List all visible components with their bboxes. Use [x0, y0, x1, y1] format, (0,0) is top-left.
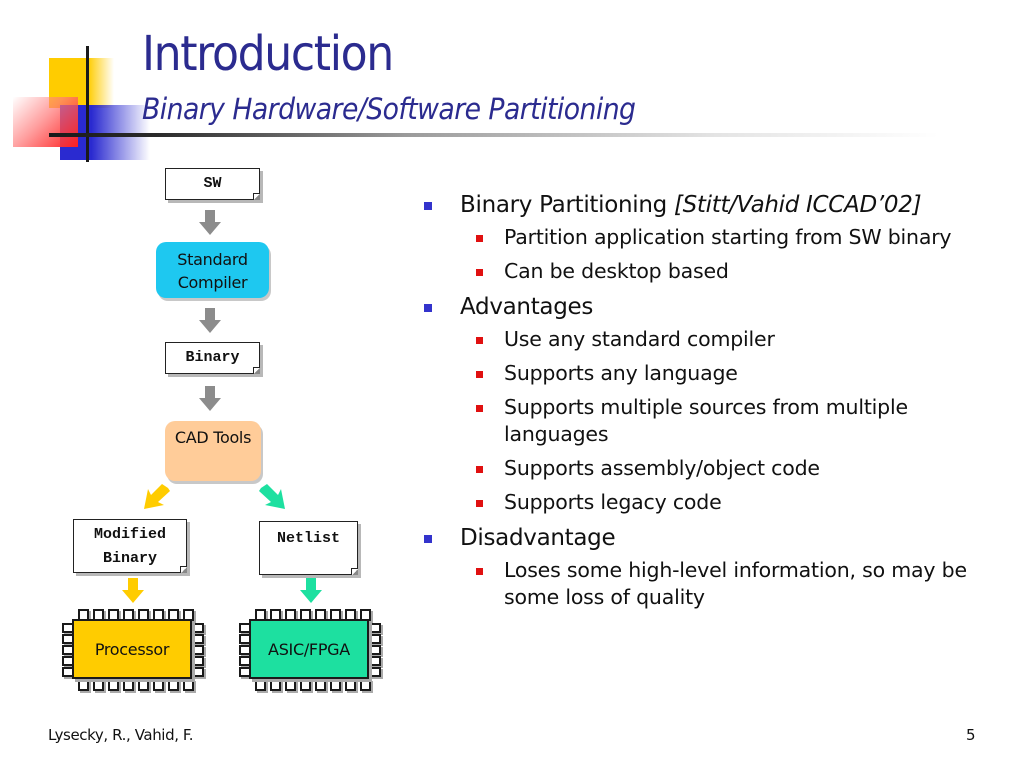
sub-bullet: Supports any language	[420, 360, 1000, 387]
chip-pin	[138, 679, 149, 691]
chip-pin	[369, 634, 381, 644]
sub-bullet: Supports assembly/object code	[420, 455, 1000, 482]
chip-pin	[192, 623, 204, 633]
chip-pin	[123, 679, 134, 691]
sub-bullet-text: Partition application starting from SW b…	[504, 225, 952, 249]
bullet-square-icon	[476, 568, 483, 575]
chip-pin	[270, 679, 281, 691]
asic-body: ASIC/FPGA	[249, 619, 369, 679]
netlist-label: Netlist	[276, 530, 340, 547]
sub-bullet-text: Loses some high-level information, so ma…	[504, 558, 967, 609]
bullet-text: Binary Partitioning	[460, 192, 674, 218]
chip-pin	[192, 656, 204, 666]
footer-author: Lysecky, R., Vahid, F.	[48, 726, 194, 744]
bullet-square-icon	[476, 500, 483, 507]
bullet-text: Disadvantage	[460, 525, 616, 551]
bullet-text: Advantages	[460, 294, 594, 320]
cad-label: CAD Tools	[174, 428, 252, 447]
chip-pin	[192, 667, 204, 677]
chip-pin	[153, 679, 164, 691]
chip-pin	[300, 679, 311, 691]
arrow-down-right-icon	[259, 484, 285, 509]
cad-tools-node: CAD Tools	[165, 421, 261, 481]
decoration-red-square	[13, 97, 78, 147]
page-number: 5	[966, 726, 976, 744]
arrow-down-left-icon	[144, 484, 170, 509]
chip-pin	[369, 623, 381, 633]
chip-pin	[369, 645, 381, 655]
sub-bullet: Loses some high-level information, so ma…	[420, 557, 1000, 611]
chip-pin	[93, 679, 104, 691]
sub-bullet: Supports multiple sources from multiple …	[420, 394, 1000, 448]
chip-pin	[255, 679, 266, 691]
chip-pin	[285, 679, 296, 691]
bullet-square-icon	[424, 202, 432, 210]
binary-label: Binary	[185, 349, 240, 366]
sub-bullet-text: Supports any language	[504, 361, 738, 385]
arrow-down-icon	[122, 578, 144, 604]
bullet-square-icon	[476, 235, 483, 242]
compiler-label: Standard Compiler	[177, 250, 248, 292]
sub-bullet: Supports legacy code	[420, 489, 1000, 516]
slide-title: Introduction	[142, 26, 394, 82]
modified-binary-label-line2: Binary	[102, 550, 157, 567]
bullet-binary-partitioning: Binary Partitioning [Stitt/Vahid ICCAD’0…	[420, 190, 1000, 220]
binary-node: Binary	[165, 342, 260, 374]
sub-bullet-text: Supports multiple sources from multiple …	[504, 395, 908, 446]
chip-pin	[360, 679, 371, 691]
bullet-advantages: Advantages	[420, 292, 1000, 322]
bullet-square-icon	[476, 337, 483, 344]
asic-label: ASIC/FPGA	[268, 639, 350, 659]
standard-compiler-node: Standard Compiler	[156, 242, 269, 298]
bullet-square-icon	[424, 535, 432, 543]
chip-pin	[78, 679, 89, 691]
processor-label: Processor	[94, 639, 170, 659]
decoration-vertical-line	[86, 46, 89, 162]
modified-binary-node: Modified Binary	[73, 519, 187, 573]
title-underline	[49, 133, 939, 137]
sub-bullet-text: Can be desktop based	[504, 259, 729, 283]
sw-label: SW	[203, 175, 222, 192]
chip-pin	[315, 679, 326, 691]
arrow-down-icon	[300, 578, 322, 604]
sub-bullet: Partition application starting from SW b…	[420, 224, 1000, 251]
slide-subtitle: Binary Hardware/Software Partitioning	[142, 92, 636, 126]
arrow-down-icon	[199, 386, 221, 412]
citation: [Stitt/Vahid ICCAD’02]	[673, 192, 922, 218]
bullet-square-icon	[476, 371, 483, 378]
arrow-down-icon	[199, 308, 221, 334]
sub-bullet-text: Use any standard compiler	[504, 327, 775, 351]
bullet-square-icon	[424, 304, 432, 312]
modified-binary-label-line1: Modified	[93, 526, 166, 543]
chip-pin	[369, 656, 381, 666]
sub-bullet-text: Supports assembly/object code	[504, 456, 820, 480]
processor-body: Processor	[72, 619, 192, 679]
processor-chip: Processor	[62, 609, 207, 693]
chip-pin	[192, 634, 204, 644]
asic-fpga-chip: ASIC/FPGA	[239, 609, 384, 693]
chip-pin	[330, 679, 341, 691]
chip-pin	[183, 679, 194, 691]
chip-pin	[369, 667, 381, 677]
chip-pin	[108, 679, 119, 691]
chip-pin	[192, 645, 204, 655]
sub-bullet: Can be desktop based	[420, 258, 1000, 285]
sw-node: SW	[165, 168, 260, 200]
sub-bullet-text: Supports legacy code	[504, 490, 722, 514]
bullet-square-icon	[476, 405, 483, 412]
bullet-list: Binary Partitioning [Stitt/Vahid ICCAD’0…	[420, 190, 1000, 618]
sub-bullet: Use any standard compiler	[420, 326, 1000, 353]
arrow-down-icon	[199, 210, 221, 236]
chip-pin	[345, 679, 356, 691]
bullet-square-icon	[476, 466, 483, 473]
bullet-square-icon	[476, 269, 483, 276]
netlist-node: Netlist	[259, 521, 358, 575]
bullet-disadvantage: Disadvantage	[420, 523, 1000, 553]
chip-pin	[168, 679, 179, 691]
